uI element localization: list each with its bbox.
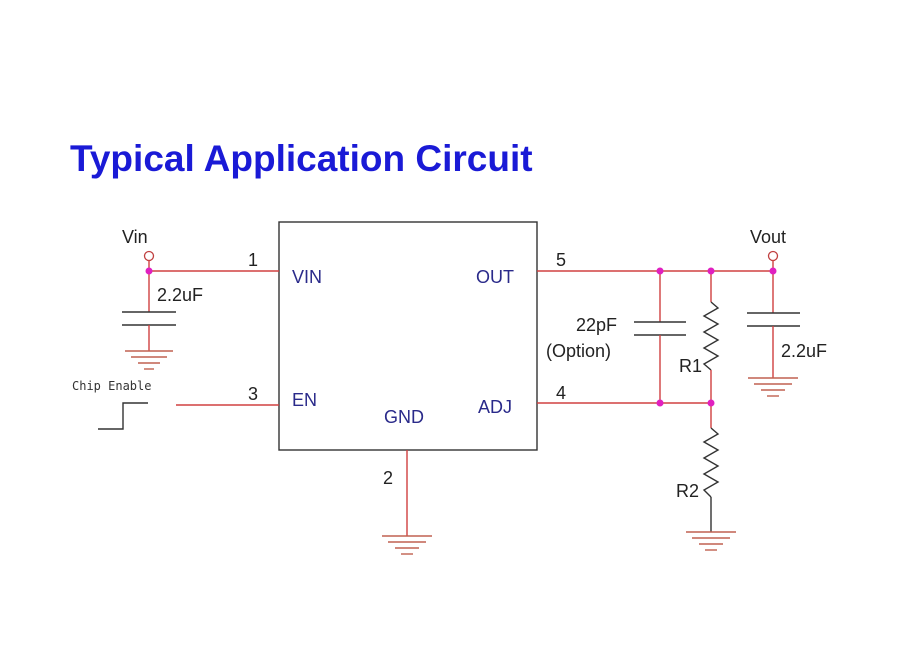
pin-number-adj: 4 <box>556 383 566 403</box>
r1-label: R1 <box>679 356 702 376</box>
pin-label-out: OUT <box>476 267 514 287</box>
cff-note: (Option) <box>546 341 611 361</box>
pin-label-en: EN <box>292 390 317 410</box>
pin-number-en: 3 <box>248 384 258 404</box>
pin-number-out: 5 <box>556 250 566 270</box>
vout-terminal <box>767 250 779 262</box>
ic-body <box>278 221 538 451</box>
junction-vin <box>145 267 153 275</box>
junction-out-r1 <box>707 267 715 275</box>
ground-symbol-r2 <box>686 531 736 551</box>
pin-label-adj: ADJ <box>478 397 512 417</box>
enable-step-signal <box>98 402 148 430</box>
vin-terminal <box>143 250 155 262</box>
cin-value: 2.2uF <box>157 285 203 305</box>
ground-symbol-cin <box>125 350 173 370</box>
ground-symbol-cout <box>748 377 798 397</box>
pin-label-vin: VIN <box>292 267 322 287</box>
ground-symbol-ic <box>382 535 432 555</box>
r1-resistor <box>702 301 720 371</box>
pin-label-gnd: GND <box>384 407 424 427</box>
junction-out-cout <box>769 267 777 275</box>
pin-number-vin: 1 <box>248 250 258 270</box>
r2-resistor <box>702 427 720 498</box>
pin-number-gnd: 2 <box>383 468 393 488</box>
cff-value: 22pF <box>576 315 617 335</box>
junction-adj-r1 <box>707 399 715 407</box>
r2-label: R2 <box>676 481 699 501</box>
junction-adj-cff <box>656 399 664 407</box>
junction-out-cff <box>656 267 664 275</box>
chip-enable-label: Chip Enable <box>72 379 151 393</box>
cout-value: 2.2uF <box>781 341 827 361</box>
vout-label: Vout <box>750 227 786 247</box>
diagram-title: Typical Application Circuit <box>70 138 533 179</box>
vin-label: Vin <box>122 227 148 247</box>
